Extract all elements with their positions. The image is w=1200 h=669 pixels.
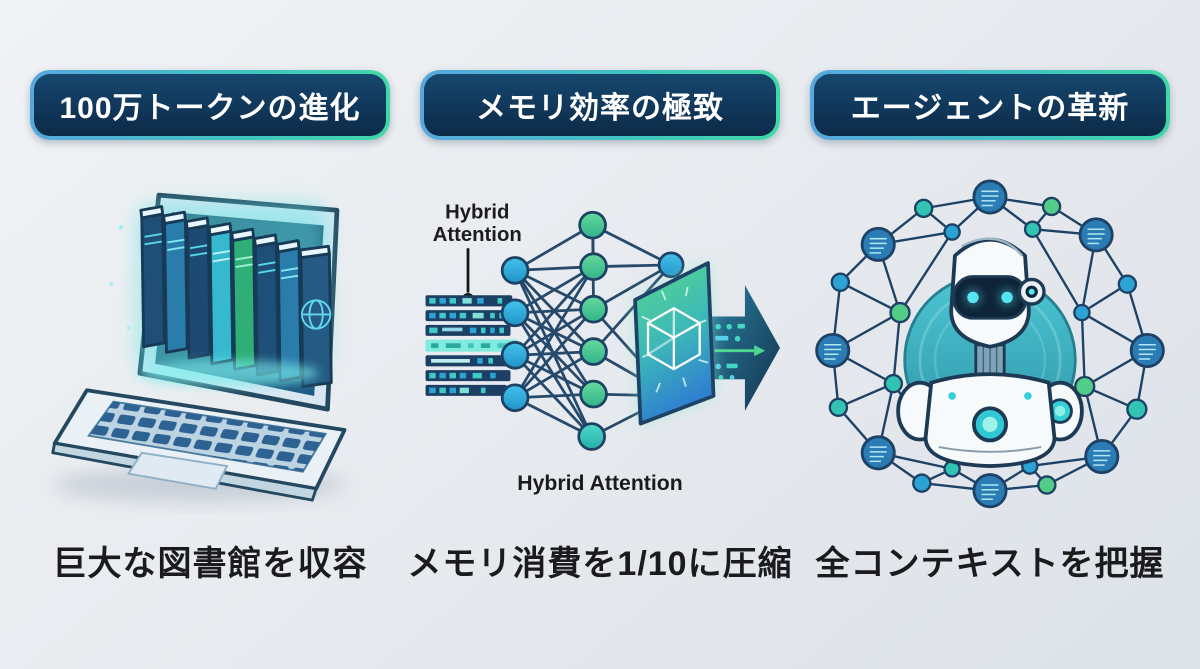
laptop-trackpad [126, 451, 229, 490]
caption-memory: メモリ消費を1/10に圧縮 [407, 545, 793, 583]
hybrid-attention-label: Hybrid Attention [517, 472, 682, 495]
caption-agents: 全コンテキストを把握 [815, 545, 1165, 583]
panel-tokens: 100万トークンの進化 [30, 0, 390, 669]
memory-stack-icon [425, 295, 518, 396]
cube-rays [641, 286, 709, 393]
panel-agents: エージェントの革新 [810, 0, 1170, 669]
document-nodes [815, 179, 1165, 509]
document-node-icon [860, 226, 896, 262]
panel-memory: メモリ効率の極致 [407, 0, 792, 669]
robot-eye-right [1001, 291, 1013, 304]
badge-memory-label: メモリ効率の極致 [424, 74, 776, 136]
badge-agents: エージェントの革新 [810, 70, 1170, 140]
compression-panel [633, 261, 716, 426]
robot-eye-left [967, 291, 979, 304]
books-base-glow [138, 359, 319, 387]
hybrid-attention-illustration: Hybrid Attention [420, 146, 780, 536]
laptop-books-illustration [30, 146, 390, 536]
hybrid-attention-callout: Hybrid Attention [433, 202, 522, 305]
badge-agents-label: エージェントの革新 [814, 74, 1166, 136]
robot-head [949, 237, 1046, 349]
robot-icon [896, 237, 1084, 468]
laptop-base [51, 388, 347, 502]
callout-line2: Attention [433, 224, 522, 246]
badge-memory: メモリ効率の極致 [420, 70, 780, 140]
document-node-icon [860, 435, 896, 471]
hybrid-attention-diagram: Hybrid Attention [425, 202, 780, 495]
laptop-keyboard [87, 400, 328, 473]
document-node-icon [972, 473, 1008, 509]
robot-network-illustration [810, 146, 1170, 536]
caption-tokens: 巨大な図書館を収容 [52, 545, 368, 583]
document-node-icon [972, 179, 1008, 215]
badge-tokens-label: 100万トークンの進化 [34, 74, 386, 136]
globe-icon [300, 299, 332, 330]
robot-knowledge-graph [815, 179, 1165, 509]
arrow-right-icon [708, 285, 780, 411]
callout-line1: Hybrid [445, 202, 509, 224]
document-node-icon [1129, 332, 1165, 368]
laptop-books-icon [51, 192, 347, 502]
books-row-icon [139, 205, 333, 388]
sparkles [109, 225, 131, 330]
document-node-icon [815, 332, 851, 368]
document-node-icon [1084, 439, 1120, 475]
document-node-icon [1078, 217, 1114, 253]
badge-tokens: 100万トークンの進化 [30, 70, 390, 140]
